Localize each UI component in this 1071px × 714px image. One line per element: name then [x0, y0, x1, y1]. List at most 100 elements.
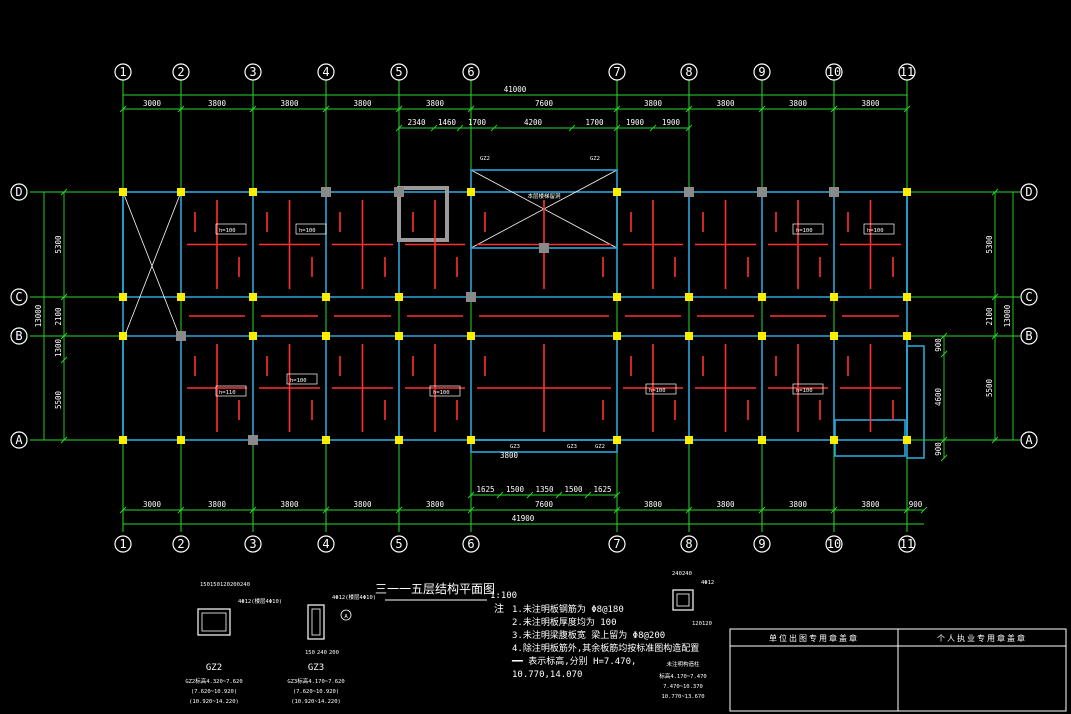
dim-text: 3800 — [716, 500, 735, 509]
dim-text: 3800 — [353, 500, 372, 509]
grid-bubble-circle — [244, 63, 262, 81]
grid-bubble-circle — [114, 63, 132, 81]
slab-label: h=100 — [867, 228, 884, 234]
slab-label: h=100 — [290, 378, 307, 384]
column — [830, 332, 838, 340]
grid-bubble-circle — [1020, 431, 1038, 449]
grid-bubble-circle — [10, 183, 28, 201]
note-item: 4.除注明板筋外,其余板筋均按标准图构造配置 — [512, 642, 699, 654]
grid-bubble-col: 6 — [462, 535, 480, 553]
grid-bubble-circle — [680, 63, 698, 81]
column — [177, 188, 185, 196]
column-gray — [829, 187, 839, 197]
grid-bubble-label: 7 — [613, 65, 620, 79]
dim-text: 900 — [934, 338, 943, 352]
column — [613, 436, 621, 444]
grid-bubble-row: D — [1020, 183, 1038, 201]
walls — [122, 169, 925, 459]
gz1-caption-title: 未注明构造柱 — [666, 660, 700, 668]
dim-tick — [467, 506, 475, 514]
dim-text: 3800 — [861, 99, 880, 108]
section-marker — [340, 609, 352, 621]
slab-label-box — [295, 223, 327, 235]
notes-prefix: 注 — [494, 602, 504, 615]
grid-bubble-label: 3 — [249, 537, 256, 551]
grid-bubble-col: 8 — [680, 535, 698, 553]
dim-text: 3800 — [426, 500, 445, 509]
beams — [187, 200, 901, 432]
grid-bubble-col: 11 — [898, 535, 916, 553]
section-outline — [307, 604, 325, 640]
gz2-name: GZ2 — [206, 663, 222, 673]
drawing-title: 三一一五层结构平面图 — [375, 581, 495, 596]
column — [322, 436, 330, 444]
dim-text: 1500 — [564, 485, 583, 494]
grid-bubble-col: 1 — [114, 535, 132, 553]
grid-bubble-circle — [1020, 327, 1038, 345]
dim-tick — [830, 506, 838, 514]
grid-bubble-col: 9 — [753, 535, 771, 553]
slab-label: h=100 — [649, 388, 666, 394]
grid-bubble-col: 10 — [825, 63, 843, 81]
grid-bubble-label: 3 — [249, 65, 256, 79]
grid-bubble-label: C — [1025, 290, 1032, 304]
grid-bubble-col: 3 — [244, 535, 262, 553]
grid-bubble-label: 2 — [177, 537, 184, 551]
gz2-dim: 150 — [200, 582, 210, 588]
grid-bubble-circle — [114, 535, 132, 553]
dim-text: 1300 — [54, 338, 63, 357]
dim-text: 1625 — [476, 485, 494, 494]
grid-bubble-label: D — [1025, 185, 1032, 199]
section-rebar: 4Φ12(楼层4Φ10) — [332, 593, 376, 601]
gz1-caption: 10.770~13.670 — [661, 694, 704, 700]
dim-tick — [649, 124, 657, 132]
column — [395, 436, 403, 444]
grid-bubble-circle — [753, 63, 771, 81]
title-block: 单位出图专用章盖章 个人执业专用章盖章 — [729, 628, 1067, 712]
dim-text: 3800 — [644, 500, 663, 509]
gz-tag: GZ3 — [510, 444, 520, 450]
grid-bubble-circle — [898, 63, 916, 81]
grid-bubble-col: 1 — [114, 63, 132, 81]
grid-bubble-col: 2 — [172, 63, 190, 81]
grid-bubble-label: D — [15, 185, 22, 199]
grid-bubble-row: A — [1020, 431, 1038, 449]
slab-label-box — [645, 383, 677, 395]
grid-bubble-circle — [680, 535, 698, 553]
grid-bubble-label: 6 — [467, 65, 474, 79]
dim-text: 1500 — [506, 485, 525, 494]
dim-text: 5500 — [54, 390, 63, 409]
column — [395, 293, 403, 301]
column — [903, 188, 911, 196]
elevator-shaft — [397, 186, 449, 242]
column — [758, 436, 766, 444]
column — [685, 293, 693, 301]
stair-label: 本层楼梯留洞 — [527, 192, 561, 200]
note-item: 1.未注明板钢筋为 Φ8@180 — [512, 603, 624, 615]
column-gray — [176, 331, 186, 341]
dim-tick — [177, 506, 185, 514]
grid-bubble-row: C — [1020, 288, 1038, 306]
dim-text: 1900 — [662, 118, 681, 127]
slab-label-box — [792, 223, 824, 235]
grid-bubble-col: 11 — [898, 63, 916, 81]
gz1-caption: 标高4.170~7.470 — [659, 672, 706, 680]
column — [177, 436, 185, 444]
dim-text: 3800 — [208, 99, 227, 108]
grid-bubble-col: 7 — [608, 535, 626, 553]
column — [322, 332, 330, 340]
dim-tick — [430, 124, 438, 132]
grid-bubble-circle — [825, 63, 843, 81]
gz3-dim: 150 — [305, 650, 315, 656]
columns — [119, 187, 911, 445]
dim-tick — [685, 124, 693, 132]
column — [119, 332, 127, 340]
gz2-caption: (10.920~14.220) — [189, 699, 239, 705]
grid-bubble-label: 8 — [685, 65, 692, 79]
section-stirrup — [201, 612, 227, 632]
column-gray — [539, 243, 549, 253]
dim-text: 5500 — [985, 378, 994, 397]
drawing-scale: 1:100 — [490, 591, 517, 601]
